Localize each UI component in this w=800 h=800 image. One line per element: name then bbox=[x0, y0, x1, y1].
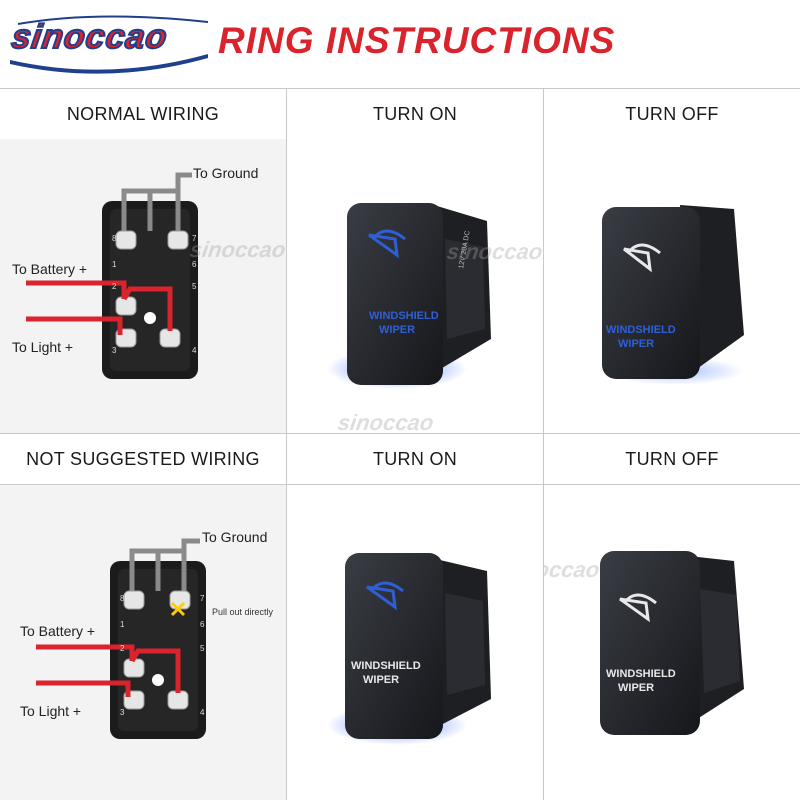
svg-text:4: 4 bbox=[200, 708, 205, 717]
rocker-switch-off-image: WINDSHIELD WIPER bbox=[600, 551, 744, 735]
svg-text:8: 8 bbox=[112, 234, 117, 243]
header-normal-wiring: NORMAL WIRING bbox=[0, 89, 286, 139]
switch-label-line2: WIPER bbox=[379, 324, 415, 336]
turn-off-photo-2: WINDSHIELD WIPER sinoccao bbox=[544, 485, 800, 800]
svg-text:2: 2 bbox=[120, 644, 125, 653]
center-mount-hole bbox=[152, 674, 164, 686]
svg-text:5: 5 bbox=[200, 644, 205, 653]
battery-jumper-wire bbox=[121, 286, 173, 331]
watermark: sinoccao bbox=[544, 557, 602, 582]
wiring-diagram-not-suggested: 8 1 2 3 7 6 5 4 bbox=[36, 538, 206, 739]
brand-name: sinoccao bbox=[8, 17, 171, 57]
switch-label-line2: WIPER bbox=[363, 674, 399, 686]
battery-jumper-wire bbox=[129, 648, 181, 693]
turn-on-photo-1: WINDSHIELD WIPER 12V 20A DC sinoccao bbox=[287, 139, 543, 433]
switch-label-line1: WINDSHIELD bbox=[369, 310, 439, 322]
svg-text:6: 6 bbox=[200, 620, 205, 629]
to-light-label: To Light + bbox=[12, 339, 74, 355]
battery-wire bbox=[26, 280, 127, 299]
ground-wire bbox=[175, 172, 192, 231]
rocker-switch-on-image: WINDSHIELD WIPER 12V 20A DC bbox=[327, 203, 491, 389]
header: sinoccao RING INSTRUCTIONS bbox=[0, 0, 800, 88]
header-turn-off: TURN OFF bbox=[544, 434, 800, 484]
ground-jumper-wire bbox=[129, 548, 161, 591]
header-turn-on: TURN ON bbox=[287, 89, 543, 139]
watermark: sinoccao bbox=[336, 410, 436, 435]
svg-text:4: 4 bbox=[192, 346, 197, 355]
switch-label-line1: WINDSHIELD bbox=[351, 660, 421, 672]
turn-off-photo-1: WINDSHIELD WIPER bbox=[544, 139, 800, 433]
switch-face bbox=[600, 551, 700, 735]
to-ground-label: To Ground bbox=[202, 529, 268, 545]
svg-text:7: 7 bbox=[200, 594, 205, 603]
svg-text:3: 3 bbox=[112, 346, 117, 355]
brand-logo: sinoccao bbox=[8, 12, 213, 74]
terminal-pin bbox=[115, 230, 137, 250]
wiper-icon bbox=[371, 229, 406, 241]
logo-swoosh-icon bbox=[10, 15, 209, 74]
svg-text:1: 1 bbox=[120, 620, 125, 629]
watermark: sinoccao bbox=[445, 239, 543, 264]
switch-label-line2: WIPER bbox=[618, 682, 654, 694]
switch-label-line2: WIPER bbox=[618, 338, 654, 350]
pull-out-label: Pull out directly bbox=[212, 607, 274, 617]
rocker-switch-on-image: WINDSHIELD WIPER bbox=[327, 553, 491, 745]
svg-text:8: 8 bbox=[120, 594, 125, 603]
terminal-pin bbox=[167, 690, 189, 710]
normal-wiring-diagram: To Ground To Battery + To Light + 8 1 2 3 7… bbox=[0, 139, 286, 433]
wiper-icon bbox=[622, 593, 657, 605]
svg-text:3: 3 bbox=[120, 708, 125, 717]
not-suggested-wiring-diagram: To Ground Pull out directly To Battery +… bbox=[0, 485, 286, 800]
wiper-icon bbox=[369, 581, 404, 593]
to-battery-label: To Battery + bbox=[12, 261, 88, 277]
center-mount-hole bbox=[144, 312, 156, 324]
to-light-label: To Light + bbox=[20, 703, 82, 719]
divider bbox=[0, 88, 800, 89]
terminal-pin bbox=[123, 590, 145, 610]
divider bbox=[0, 433, 800, 434]
watermark: sinoccao bbox=[188, 237, 286, 262]
to-battery-label: To Battery + bbox=[20, 623, 96, 639]
switch-label-line1: WINDSHIELD bbox=[606, 324, 676, 336]
switch-face bbox=[347, 203, 443, 385]
terminal-pin bbox=[159, 328, 181, 348]
wiring-diagram-normal: 8 1 2 3 7 6 5 4 bbox=[26, 172, 198, 379]
cross-mark-icon bbox=[170, 601, 186, 617]
page-title: RING INSTRUCTIONS bbox=[218, 20, 616, 61]
svg-text:6: 6 bbox=[192, 260, 197, 269]
svg-text:5: 5 bbox=[192, 282, 197, 291]
terminal-pin bbox=[167, 230, 189, 250]
wiper-icon bbox=[626, 243, 661, 255]
switch-label-line1: WINDSHIELD bbox=[606, 668, 676, 680]
header-turn-off: TURN OFF bbox=[544, 89, 800, 139]
svg-text:1: 1 bbox=[112, 260, 117, 269]
header-not-suggested-wiring: NOT SUGGESTED WIRING bbox=[0, 434, 286, 484]
divider bbox=[543, 88, 544, 800]
switch-face bbox=[602, 207, 700, 379]
svg-text:7: 7 bbox=[192, 234, 197, 243]
light-wire bbox=[36, 680, 131, 697]
svg-text:2: 2 bbox=[112, 282, 117, 291]
turn-on-photo-2: WINDSHIELD WIPER bbox=[287, 485, 543, 800]
light-wire bbox=[26, 316, 123, 335]
divider bbox=[0, 484, 800, 485]
ground-wire bbox=[181, 538, 200, 591]
to-ground-label: To Ground bbox=[193, 165, 259, 181]
switch-face bbox=[345, 553, 443, 739]
rocker-switch-off-image: WINDSHIELD WIPER bbox=[602, 205, 744, 385]
header-turn-on: TURN ON bbox=[287, 434, 543, 484]
divider bbox=[286, 88, 287, 800]
